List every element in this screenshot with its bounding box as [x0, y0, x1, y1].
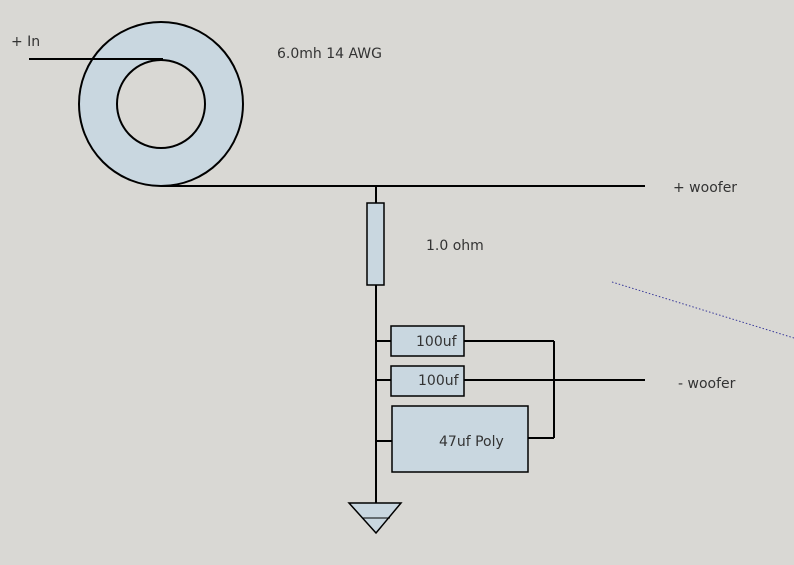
capacitor-3-label: 47uf Poly: [439, 434, 504, 450]
woofer-positive-label: + woofer: [673, 180, 737, 196]
woofer-negative-label: - woofer: [678, 376, 736, 392]
resistor-body: [366, 202, 385, 286]
capacitor-2-body: [390, 365, 465, 397]
inductor-label: 6.0mh 14 AWG: [277, 46, 382, 62]
capacitor-3-body: [391, 405, 529, 473]
inductor-coil-icon: [29, 21, 244, 187]
ground-icon: [347, 502, 403, 535]
input-label: + In: [11, 34, 40, 50]
dotted-guide-line: [611, 281, 794, 339]
resistor-label: 1.0 ohm: [426, 238, 484, 254]
capacitor-1-label: 100uf: [416, 334, 458, 350]
capacitor-1-body: [390, 325, 465, 357]
capacitor-2-label: 100uf: [418, 373, 460, 389]
